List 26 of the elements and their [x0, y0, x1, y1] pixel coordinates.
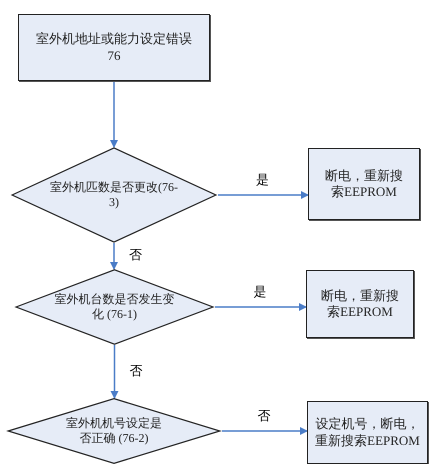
process-box — [308, 148, 420, 220]
arrow — [218, 191, 309, 199]
step-text: 室外机地址或能力设定错误 — [36, 31, 192, 48]
edge-label: 是 — [252, 285, 268, 300]
decision-text: 室外机台数是否发生变化 (76-1) — [54, 292, 176, 322]
edge-label: 否 — [128, 364, 144, 378]
edge-label: 是 — [255, 173, 270, 188]
decision-diamond — [10, 147, 218, 243]
step-text: 设定机号，断电，重新搜索EEPROM — [314, 416, 421, 449]
arrow — [215, 303, 307, 311]
decision-diamond — [14, 269, 215, 345]
step-text: 断电，重新搜索EEPROM — [324, 168, 404, 200]
step-text: 断电，重新搜索EEPROM — [320, 288, 400, 320]
arrow — [222, 427, 308, 435]
edge-label: 否 — [128, 248, 143, 262]
process-box — [306, 270, 414, 338]
process-box — [18, 14, 210, 81]
step-text: 76 — [108, 48, 120, 64]
arrow — [110, 81, 118, 148]
arrow — [110, 345, 118, 399]
decision-diamond — [6, 398, 222, 464]
decision-text: 室外机匹数是否更改(76-3) — [49, 180, 179, 210]
decision-text: 室外机机号设定是否正确 (76-2) — [65, 416, 163, 446]
arrow — [110, 243, 118, 270]
process-box — [307, 401, 428, 464]
edge-label: 否 — [256, 409, 272, 424]
